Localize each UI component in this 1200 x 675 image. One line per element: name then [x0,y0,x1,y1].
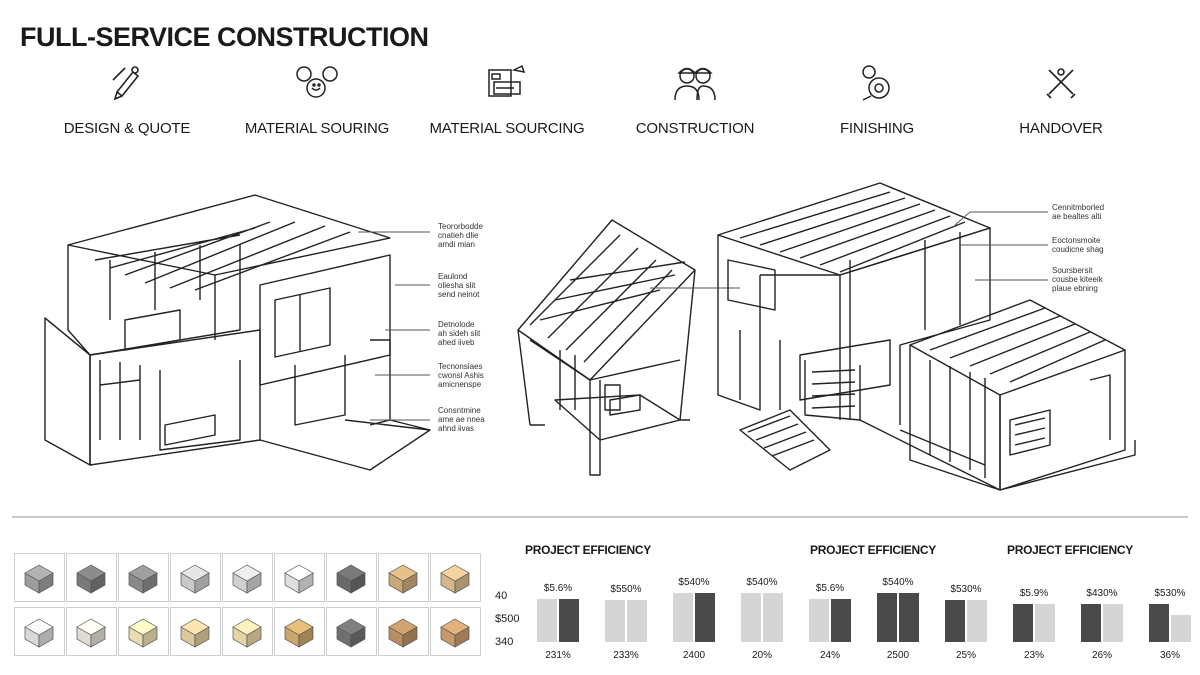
material-swatch [430,607,481,656]
y-tick: 340 [495,636,514,648]
material-swatch [118,607,169,656]
y-tick: $500 [495,613,520,625]
efficiency-bar [627,600,647,642]
efficiency-bar [809,598,829,642]
step-label: FINISHING [839,120,915,137]
material-swatch [66,553,117,602]
workers-icon [674,67,716,101]
bar-bottom-label: 2500 [886,650,910,661]
step-handover: HANDOVER [961,62,1161,137]
step-material-souring: MATERIAL SOURING [217,62,417,137]
pencil-ruler-icon [112,66,140,101]
efficiency-bar [877,592,897,642]
material-swatch [378,607,429,656]
efficiency-bar [695,592,715,642]
middle-aframe [517,219,696,476]
step-design-quote: DESIGN & QUOTE [27,62,227,137]
efficiency-bar [967,600,987,642]
material-swatch [222,607,273,656]
step-label: MATERIAL SOURCING [429,120,585,137]
chart-title-3: PROJECT EFFICIENCY [1007,543,1133,557]
chart-title-1: PROJECT EFFICIENCY [525,543,651,557]
bar-top-label: $5.9% [1019,588,1049,600]
material-swatch [222,553,273,602]
bar-top-label: $430% [1086,588,1118,600]
step-construction: CONSTRUCTION [595,62,795,137]
materials-icon [296,66,338,98]
bar-top-label: $540% [882,576,914,588]
bar-top-label: $530% [1154,588,1186,600]
y-tick: 40 [495,590,508,602]
efficiency-bar [1171,614,1191,642]
efficiency-bar [1013,604,1033,642]
bar-top-label: $5.6% [543,582,573,594]
page-title: FULL-SERVICE CONSTRUCTION [20,22,429,52]
efficiency-bar [605,600,625,642]
truck-icon [488,64,526,97]
bar-bottom-label: 24% [819,650,840,661]
bar-bottom-label: 2400 [682,650,706,661]
keys-icon [1046,68,1076,99]
material-swatch [326,607,377,656]
bar-bottom-label: 20% [751,650,772,661]
house-illustrations [44,182,1136,491]
efficiency-bar [537,598,557,642]
efficiency-bar [559,598,579,642]
chart-title-2: PROJECT EFFICIENCY [810,543,936,557]
material-swatch [170,553,221,602]
material-swatch [14,607,65,656]
efficiency-bar [1081,604,1101,642]
efficiency-bar [1149,604,1169,642]
efficiency-bar [673,592,693,642]
bar-top-label: $550% [610,584,642,596]
bar-bottom-label: 36% [1159,650,1180,661]
bar-top-label: $530% [950,584,982,596]
paint-icon [862,65,890,101]
step-label: HANDOVER [1019,120,1103,137]
section-divider [12,516,1188,518]
step-label: MATERIAL SOURING [244,120,390,137]
bar-top-label: $540% [746,576,778,588]
efficiency-bar [831,598,851,642]
efficiency-bar [763,592,783,642]
bar-top-label: $5.6% [815,582,845,594]
material-swatches [14,553,481,656]
material-swatch [170,607,221,656]
step-label: DESIGN & QUOTE [63,120,191,137]
material-swatch [430,553,481,602]
bar-bottom-label: 231% [545,650,571,661]
efficiency-bar [1103,604,1123,642]
efficiency-bar [1035,604,1055,642]
bar-bottom-label: 233% [613,650,639,661]
material-swatch [274,607,325,656]
efficiency-bar [741,592,761,642]
bar-bottom-label: 26% [1091,650,1112,661]
efficiency-bar [945,600,965,642]
material-swatch [66,607,117,656]
bar-bottom-label: 25% [955,650,976,661]
material-swatch [274,553,325,602]
step-finishing: FINISHING [777,62,977,137]
material-swatch [326,553,377,602]
bar-top-label: $540% [678,576,710,588]
bar-bottom-label: 23% [1023,650,1044,661]
step-label: CONSTRUCTION [635,120,755,137]
material-swatch [14,553,65,602]
step-material-sourcing: MATERIAL SOURCING [407,62,607,137]
material-swatch [118,553,169,602]
process-steps: DESIGN & QUOTE MATERIAL SOURING MATERIAL… [0,62,1200,142]
efficiency-bar [899,592,919,642]
right-house-frame [717,182,1136,491]
material-swatch [378,553,429,602]
project-efficiency-charts: PROJECT EFFICIENCY PROJECT EFFICIENCY PR… [495,535,1195,670]
left-house-frame [44,194,431,471]
